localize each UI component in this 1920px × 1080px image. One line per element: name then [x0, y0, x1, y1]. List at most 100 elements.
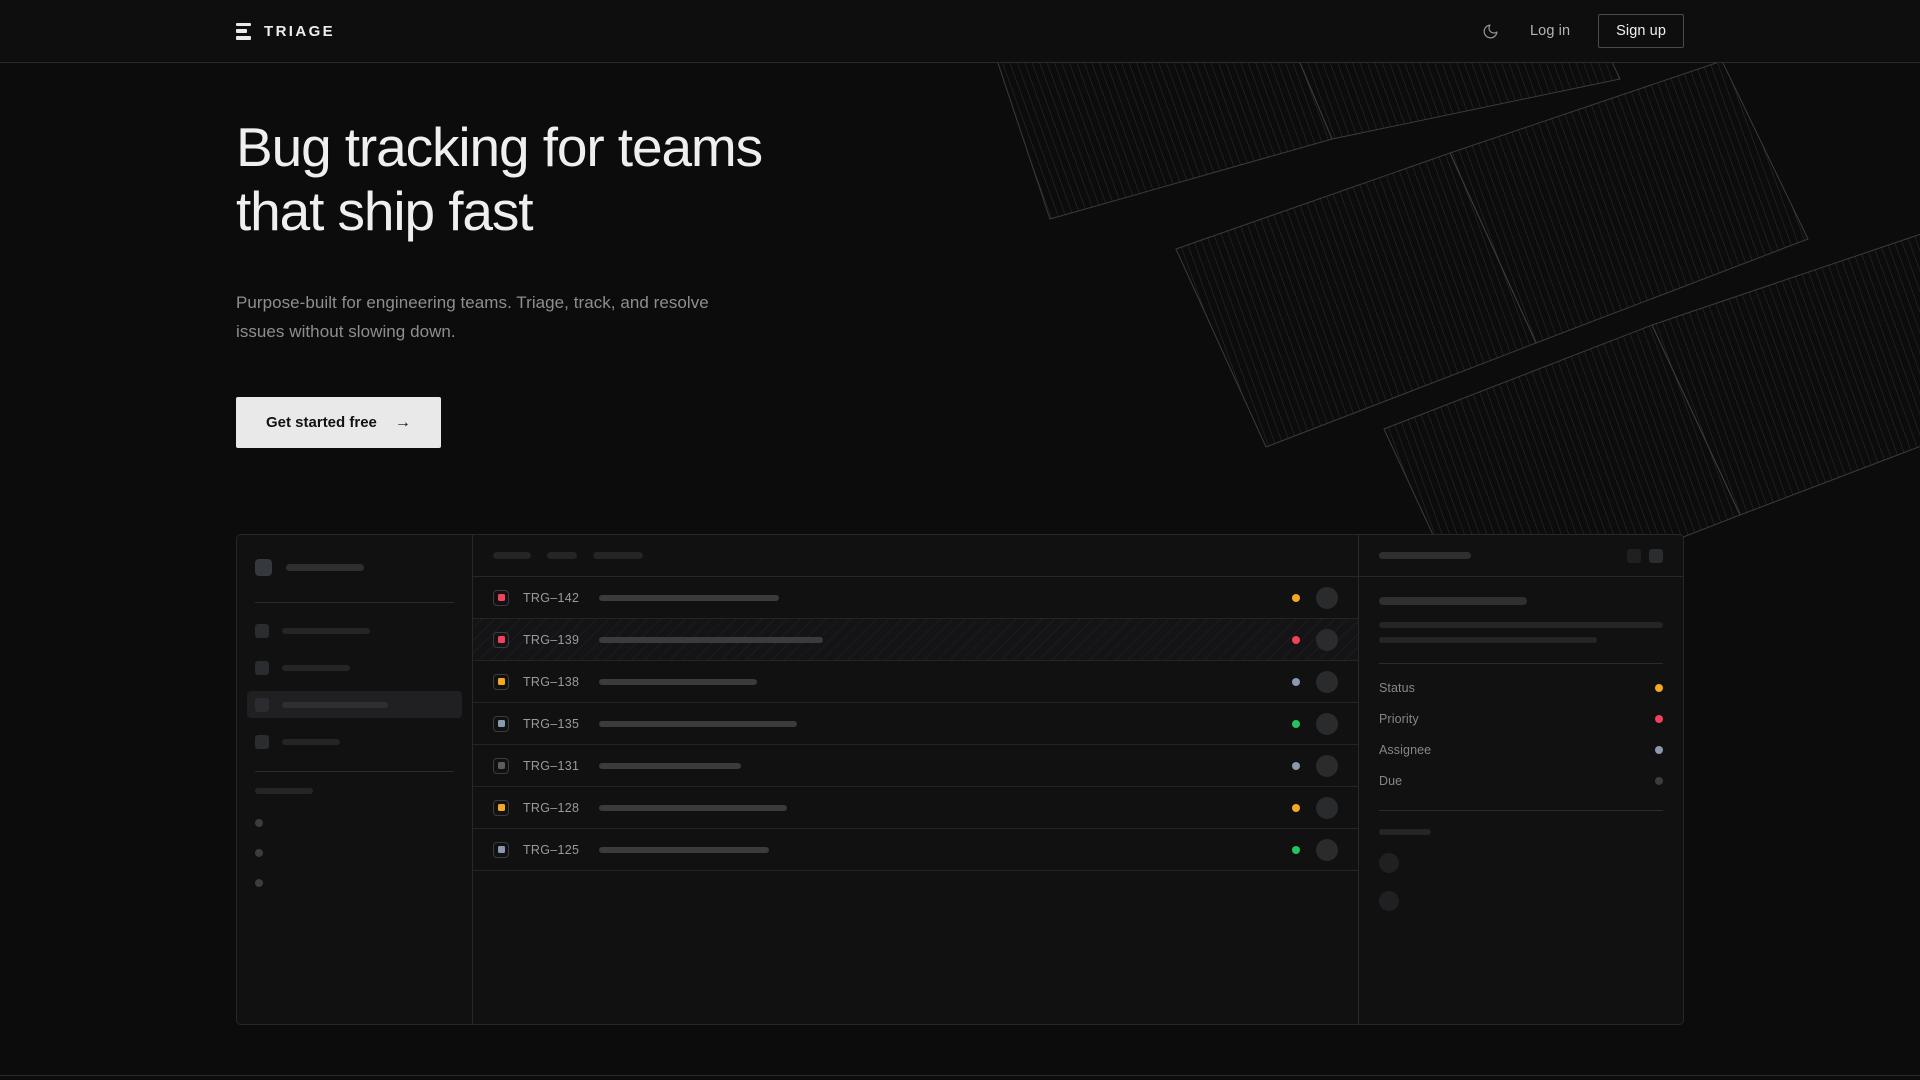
issue-row[interactable]: TRG–138 — [473, 661, 1358, 704]
issue-type-badge-icon — [493, 757, 509, 774]
issue-row[interactable]: TRG–135 — [473, 703, 1358, 746]
project-dot-icon — [255, 819, 263, 828]
issue-type-badge-icon — [493, 631, 509, 648]
signup-button[interactable]: Sign up — [1598, 14, 1684, 48]
issue-assignee-avatar — [1316, 754, 1338, 777]
sidebar-item-1[interactable] — [247, 617, 462, 644]
issue-row-meta — [1292, 628, 1338, 651]
nav-item-label-skeleton — [282, 664, 350, 671]
nav-item-label-skeleton — [282, 627, 370, 634]
property-label: Status — [1379, 680, 1416, 695]
login-link[interactable]: Log in — [1530, 23, 1571, 39]
issue-row-meta — [1292, 754, 1338, 777]
property-row-due[interactable]: Due — [1379, 765, 1663, 796]
brand-name: TRIAGE — [264, 22, 336, 40]
issue-status-dot — [1292, 845, 1300, 854]
project-item[interactable] — [255, 868, 454, 898]
nav-item-label-skeleton — [282, 738, 340, 745]
moon-icon[interactable] — [1478, 19, 1502, 43]
issue-row-meta — [1292, 670, 1338, 693]
project-item[interactable] — [255, 808, 454, 838]
sidebar-item-4[interactable] — [247, 728, 462, 755]
hero-subtitle: Purpose-built for engineering teams. Tri… — [236, 292, 709, 342]
activity-avatar — [1379, 853, 1399, 874]
issue-row[interactable]: TRG–128 — [473, 787, 1358, 830]
issue-row[interactable]: TRG–139 — [473, 619, 1358, 662]
issue-title-skeleton — [599, 804, 787, 811]
sidebar-nav — [237, 603, 472, 755]
workspace-switcher[interactable] — [237, 553, 472, 581]
property-label: Due — [1379, 773, 1403, 788]
issue-id: TRG–135 — [523, 716, 580, 731]
nav-item-icon — [255, 660, 269, 675]
property-row-assignee[interactable]: Assignee — [1379, 734, 1663, 765]
project-item[interactable] — [255, 838, 454, 868]
detail-divider — [1379, 663, 1663, 665]
project-dot-icon — [255, 879, 263, 888]
issue-list-toolbar — [473, 535, 1358, 578]
detail-action-button-1[interactable] — [1627, 548, 1641, 563]
hero-content: Bug tracking for teams that ship fast Pu… — [0, 63, 1920, 449]
detail-divider-2 — [1379, 810, 1663, 812]
issue-row[interactable]: TRG–131 — [473, 745, 1358, 788]
issue-type-badge-icon — [493, 841, 509, 858]
brand-logo[interactable]: TRIAGE — [236, 22, 336, 40]
issue-status-dot — [1292, 719, 1300, 728]
issue-row[interactable]: TRG–142 — [473, 577, 1358, 620]
issue-row-meta — [1292, 838, 1338, 861]
workspace-avatar-icon — [255, 558, 272, 576]
nav-item-icon — [255, 734, 269, 749]
issue-assignee-avatar — [1316, 628, 1338, 651]
property-value-dot — [1655, 745, 1663, 754]
issue-id: TRG–125 — [523, 842, 580, 857]
property-row-priority[interactable]: Priority — [1379, 703, 1663, 734]
issue-type-badge-icon — [493, 799, 509, 816]
issue-title-skeleton — [599, 720, 797, 727]
toolbar-filter-pill[interactable] — [547, 552, 577, 560]
header-actions: Log in Sign up — [1478, 14, 1684, 48]
sidebar-projects-section — [237, 772, 472, 898]
issue-description-line — [1379, 622, 1663, 629]
sidebar-divider — [255, 602, 454, 604]
issue-title-skeleton — [599, 846, 769, 853]
sidebar-item-3-active[interactable] — [247, 691, 462, 719]
nav-item-icon — [255, 623, 269, 638]
toolbar-filter-pill[interactable] — [593, 552, 643, 560]
issue-id: TRG–138 — [523, 674, 580, 689]
toolbar-filter-pill[interactable] — [493, 552, 531, 560]
activity-avatar — [1379, 891, 1399, 912]
get-started-label: Get started free — [266, 414, 377, 432]
property-label: Assignee — [1379, 742, 1432, 757]
issue-title-skeleton — [599, 636, 823, 643]
issue-assignee-avatar — [1316, 712, 1338, 735]
stacked-bars-logo-icon — [236, 22, 251, 40]
issue-title-skeleton — [1379, 597, 1527, 606]
property-row-status[interactable]: Status — [1379, 672, 1663, 703]
issue-status-dot — [1292, 677, 1300, 686]
issue-row[interactable]: TRG–125 — [473, 829, 1358, 872]
site-header: TRIAGE Log in Sign up — [0, 0, 1920, 63]
property-value-dot — [1655, 683, 1663, 692]
project-dot-icon — [255, 849, 263, 858]
detail-action-button-2[interactable] — [1649, 548, 1663, 563]
detail-panel-header — [1359, 535, 1683, 578]
sidebar-divider-2 — [255, 771, 454, 773]
header-inner: TRIAGE Log in Sign up — [0, 14, 1920, 48]
get-started-button[interactable]: Get started free → — [236, 397, 441, 449]
sidebar-item-2[interactable] — [247, 654, 462, 681]
nav-item-icon — [255, 697, 269, 712]
issue-row-meta — [1292, 796, 1338, 819]
issue-title-skeleton — [599, 594, 779, 601]
issue-status-dot — [1292, 761, 1300, 770]
issue-description-line — [1379, 637, 1597, 644]
issue-assignee-avatar — [1316, 838, 1338, 861]
property-value-dot — [1655, 714, 1663, 723]
workspace-name-skeleton — [286, 563, 364, 571]
detail-header-actions — [1627, 548, 1663, 563]
issue-row-meta — [1292, 712, 1338, 735]
